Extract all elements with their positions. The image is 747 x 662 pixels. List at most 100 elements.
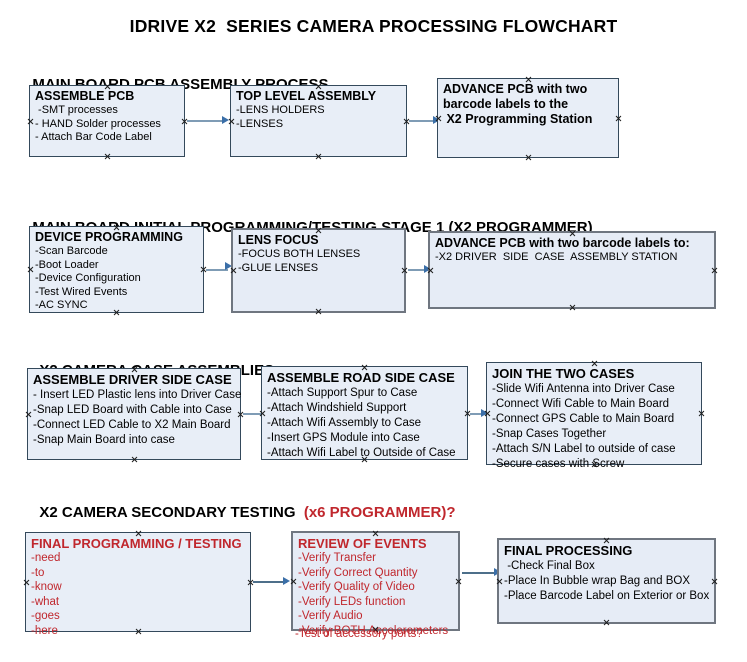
connection-handle-left[interactable] — [230, 267, 237, 274]
connector-final-programming-to-review-of-events — [253, 581, 287, 583]
flow-node-lens-focus[interactable]: LENS FOCUS -FOCUS BOTH LENSES -GLUE LENS… — [231, 228, 406, 313]
flow-node-assemble-pcb[interactable]: ASSEMBLE PCB -SMT processes - HAND Solde… — [29, 85, 185, 157]
connection-handle-left[interactable] — [27, 266, 34, 273]
node-line: -Place Barcode Label on Exterior or Box — [504, 590, 710, 602]
flow-node-assemble-road-side-case[interactable]: ASSEMBLE ROAD SIDE CASE -Attach Support … — [261, 366, 468, 460]
node-line: -to — [31, 566, 45, 579]
connection-handle-top[interactable] — [104, 83, 111, 90]
arrowhead-icon — [225, 262, 232, 270]
node-line: -Verify LEDs function — [298, 595, 406, 608]
node-header: ADVANCE PCB with two barcode labels to: — [435, 236, 690, 250]
connection-handle-bottom[interactable] — [104, 153, 111, 160]
node-line: -Scan Barcode — [35, 245, 108, 257]
node-line: -Connect LED Cable to X2 Main Board — [33, 419, 231, 431]
connection-handle-right[interactable] — [401, 267, 408, 274]
connection-handle-right[interactable] — [615, 115, 622, 122]
connection-handle-bottom[interactable] — [131, 456, 138, 463]
connection-handle-left[interactable] — [484, 410, 491, 417]
connector-device-programming-to-lens-focus — [206, 269, 228, 271]
connection-handle-bottom[interactable] — [113, 309, 120, 316]
connection-handle-top[interactable] — [135, 530, 142, 537]
node-line: -FOCUS BOTH LENSES — [238, 248, 361, 260]
node-header: ASSEMBLE DRIVER SIDE CASE — [33, 372, 232, 387]
node-line: -Attach Windshield Support — [267, 402, 407, 414]
connection-handle-bottom[interactable] — [603, 619, 610, 626]
node-line: -Connect Wifi Cable to Main Board — [492, 398, 670, 410]
node-line: -Verify BOTH Accelerometers — [298, 624, 449, 637]
flow-node-assemble-driver-side-case[interactable]: ASSEMBLE DRIVER SIDE CASE - Insert LED P… — [27, 368, 241, 460]
connection-handle-top[interactable] — [113, 224, 120, 231]
node-header: LENS FOCUS — [238, 233, 319, 247]
node-line: -Verify Audio — [298, 610, 363, 622]
section-heading-text: X2 CAMERA SECONDARY TESTING — [39, 504, 304, 521]
connection-handle-left[interactable] — [27, 118, 34, 125]
connector-top-level-to-advance-pcb — [409, 120, 437, 122]
connection-handle-left[interactable] — [259, 410, 266, 417]
node-line: - Insert LED Plastic lens into Driver Ca… — [33, 389, 242, 401]
node-line: -Place In Bubble wrap Bag and BOX — [504, 575, 691, 587]
node-line: -Insert GPS Module into Case — [267, 432, 420, 444]
flow-node-device-programming[interactable]: DEVICE PROGRAMMING -Scan Barcode -Boot L… — [29, 226, 204, 313]
connection-handle-top[interactable] — [372, 530, 379, 537]
arrowhead-icon — [283, 577, 290, 585]
connection-handle-top[interactable] — [569, 230, 576, 237]
node-line: -Attach S/N Label to outside of case — [492, 443, 676, 455]
connection-handle-right[interactable] — [711, 578, 718, 585]
connection-handle-left[interactable] — [25, 411, 32, 418]
node-line: -Verify Quality of Video — [298, 581, 415, 593]
node-header: REVIEW OF EVENTS — [298, 536, 427, 551]
connector-driver-case-to-road-case — [243, 413, 267, 415]
node-line: -goes — [31, 610, 60, 622]
node-line: -here — [31, 624, 58, 637]
node-line: - HAND Solder processes — [35, 117, 161, 130]
node-line: -Snap LED Board with Cable into Case — [33, 404, 232, 416]
connection-handle-left[interactable] — [427, 267, 434, 274]
connection-handle-top[interactable] — [525, 76, 532, 83]
connection-handle-bottom[interactable] — [525, 154, 532, 161]
section-heading-accent: (x6 PROGRAMMER)? — [303, 504, 456, 521]
connection-handle-right[interactable] — [711, 267, 718, 274]
connector-assemble-pcb-to-top-level — [187, 120, 225, 122]
flow-node-advance-pcb-to-driver-side-case[interactable]: ADVANCE PCB with two barcode labels to: … — [428, 231, 716, 309]
node-line: -SMT processes — [35, 104, 118, 116]
arrowhead-icon — [222, 116, 229, 124]
connection-handle-left[interactable] — [228, 118, 235, 125]
connection-handle-left[interactable] — [435, 115, 442, 122]
connection-handle-top[interactable] — [591, 360, 598, 367]
node-line: -Secure cases with Screw — [492, 458, 625, 470]
connection-handle-top[interactable] — [315, 83, 322, 90]
connection-handle-bottom[interactable] — [135, 628, 142, 635]
connection-handle-bottom[interactable] — [591, 461, 598, 468]
connection-handle-top[interactable] — [315, 227, 322, 234]
flow-node-final-programming-testing[interactable]: FINAL PROGRAMMING / TESTING -need -to -k… — [23, 530, 251, 637]
connection-handle-top[interactable] — [603, 537, 610, 544]
node-line: -Slide Wifi Antenna into Driver Case — [492, 383, 675, 395]
flow-node-top-level-assembly[interactable]: TOP LEVEL ASSEMBLY -LENS HOLDERS -LENSES — [230, 85, 407, 157]
node-header: FINAL PROGRAMMING / TESTING — [31, 536, 242, 551]
connection-handle-top[interactable] — [361, 364, 368, 371]
connection-handle-bottom[interactable] — [315, 308, 322, 315]
node-header: DEVICE PROGRAMMING — [35, 230, 183, 244]
connection-handle-left[interactable] — [496, 578, 503, 585]
connection-handle-right[interactable] — [698, 410, 705, 417]
connection-handle-right[interactable] — [455, 578, 462, 585]
connection-handle-bottom[interactable] — [315, 153, 322, 160]
node-line: -Test Wired Events — [35, 285, 128, 298]
connection-handle-bottom[interactable] — [361, 456, 368, 463]
node-header: FINAL PROCESSING — [504, 543, 633, 558]
flow-node-review-of-events[interactable]: REVIEW OF EVENTS -Verify Transfer -Verif… — [290, 530, 462, 637]
node-line: -Snap Cases Together — [492, 428, 607, 440]
connection-handle-bottom[interactable] — [569, 304, 576, 311]
connector-road-case-to-join-cases — [470, 413, 486, 415]
flow-node-final-processing[interactable]: FINAL PROCESSING -Check Final Box -Place… — [497, 538, 716, 624]
page-title: IDRIVE X2 SERIES CAMERA PROCESSING FLOWC… — [129, 16, 618, 36]
node-line: -X2 DRIVER SIDE CASE ASSEMBLY STATION — [435, 251, 678, 263]
node-header: ADVANCE PCB with two — [443, 82, 588, 96]
connector-lens-focus-to-advance-pcb — [408, 269, 428, 271]
connection-handle-top[interactable] — [131, 366, 138, 373]
connection-handle-left[interactable] — [290, 578, 297, 585]
node-line: -Verify Correct Quantity — [298, 566, 418, 579]
flow-node-join-the-two-cases[interactable]: JOIN THE TWO CASES -Slide Wifi Antenna i… — [484, 360, 705, 470]
flow-node-advance-pcb-to-programming-station[interactable]: ADVANCE PCB with two barcode labels to t… — [437, 78, 619, 158]
connection-handle-left[interactable] — [23, 579, 30, 586]
